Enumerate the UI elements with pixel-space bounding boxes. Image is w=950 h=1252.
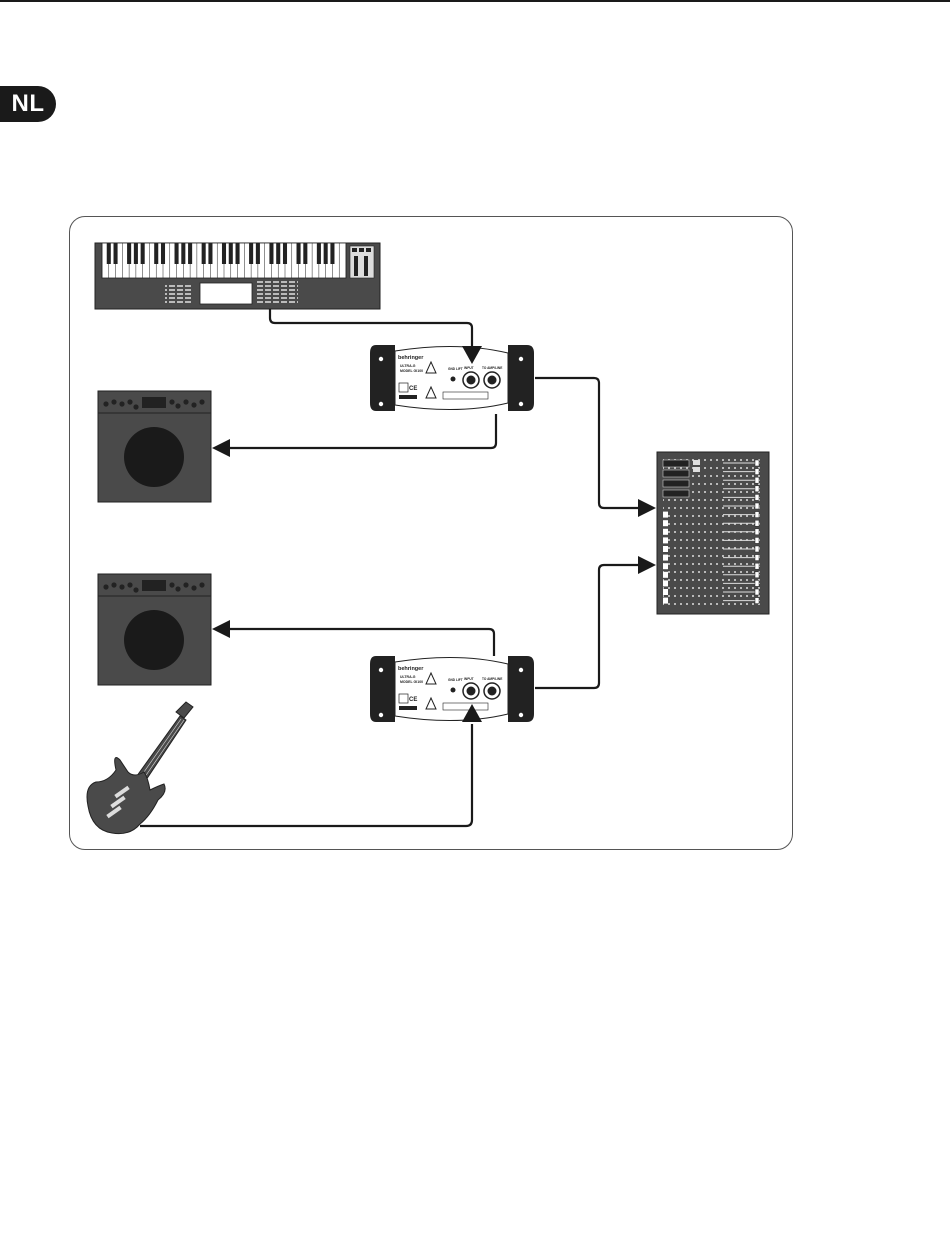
cable-di-bottom-to-amp-bottom [228, 629, 494, 656]
electric-guitar [87, 702, 193, 834]
arrow-into-amp-bottom [212, 620, 230, 638]
di-top-input-label: INPUT [464, 366, 474, 370]
di-top-output-label: TO AMP/LINE [482, 366, 502, 370]
di-top-model-line1: ULTRA-G [400, 364, 416, 368]
cable-di-top-to-mixer [535, 378, 640, 508]
guitar-amplifier-top [98, 391, 211, 502]
di-top-brand: behringer [398, 355, 424, 361]
di-bottom-model-line2: MODEL GI100 [400, 680, 423, 684]
arrow-into-mixer-top [638, 499, 656, 517]
cable-guitar-to-di-bottom [140, 724, 472, 826]
di-top-model-line2: MODEL GI100 [400, 369, 423, 373]
di-top-ground-label: GND LIFT [448, 367, 463, 371]
guitar-amplifier-bottom [98, 574, 211, 685]
cable-keyboard-to-di-top [270, 309, 472, 348]
arrow-into-mixer-bottom [638, 556, 656, 574]
di-bottom-input-label: INPUT [464, 677, 474, 681]
svg-text:CE: CE [409, 697, 417, 703]
di-box-bottom: behringer ULTRA-G MODEL GI100 CE GND LIF… [370, 656, 534, 722]
di-bottom-brand: behringer [398, 666, 424, 672]
di-bottom-model-line1: ULTRA-G [400, 675, 416, 679]
arrow-into-amp-top [212, 439, 230, 457]
keyboard-synth [95, 243, 380, 309]
di-bottom-ground-label: GND LIFT [448, 678, 463, 682]
di-bottom-output-label: TO AMP/LINE [482, 677, 502, 681]
di-box-top: behringer ULTRA-G MODEL GI100 CE GND LIF… [370, 345, 534, 411]
svg-text:CE: CE [409, 386, 417, 392]
mixing-console [657, 452, 769, 614]
cable-di-bottom-to-mixer [535, 565, 640, 688]
cable-di-top-to-amp-top [228, 414, 496, 448]
